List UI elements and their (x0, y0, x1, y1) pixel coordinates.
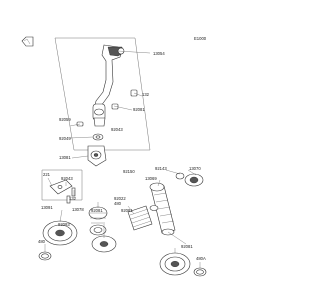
label-92143: 92143 (155, 166, 167, 171)
idler-gear (159, 252, 191, 276)
leader-lines (44, 50, 201, 268)
label-92150: 92150 (123, 169, 135, 174)
circlip-right (193, 267, 207, 277)
label-92093: 92093 (58, 222, 70, 227)
label-92043: 92043 (111, 127, 123, 132)
logo-mark (21, 36, 34, 47)
label-92081-b: 92081 (91, 208, 103, 213)
label-13054: 13054 (153, 51, 165, 56)
label-480-b: 480 (114, 201, 122, 206)
label-132: 132 (142, 92, 150, 97)
label-132-b: 132 (69, 196, 77, 201)
ratchet-spring (127, 205, 159, 231)
kick-pedal-group-outline (54, 37, 151, 151)
part-labels: 13054 132 92081 92059 92049 92043 13081 … (38, 51, 206, 261)
label-92059: 92059 (59, 117, 71, 122)
pedal-boss (87, 145, 107, 167)
label-13091: 13091 (41, 205, 53, 210)
stopper-group-outline (41, 169, 83, 201)
stopper-plate (49, 179, 76, 204)
label-92081-d: 92081 (181, 244, 193, 249)
label-92081-c: 92081 (121, 208, 133, 213)
label-13069: 13069 (145, 176, 157, 181)
label-480A: 480A (196, 256, 206, 261)
label-92049: 92049 (59, 136, 71, 141)
figure-number: E1000 (194, 36, 207, 41)
shaft-bushing (175, 172, 204, 187)
label-13078: 13078 (72, 207, 84, 212)
label-221: 221 (43, 172, 51, 177)
kick-ratchet-gear (42, 220, 78, 246)
kick-gear (91, 235, 117, 253)
label-92022: 92022 (114, 196, 126, 201)
label-92043-b: 92043 (61, 176, 73, 181)
parts-diagram: E1000 (21, 36, 207, 277)
label-92081: 92081 (133, 107, 145, 112)
kick-pedal-lever (92, 44, 125, 127)
label-480: 480 (38, 239, 46, 244)
kick-spring (88, 206, 108, 236)
circlip-left (38, 251, 52, 261)
label-13081: 13081 (59, 155, 71, 160)
label-13070: 13070 (189, 166, 201, 171)
